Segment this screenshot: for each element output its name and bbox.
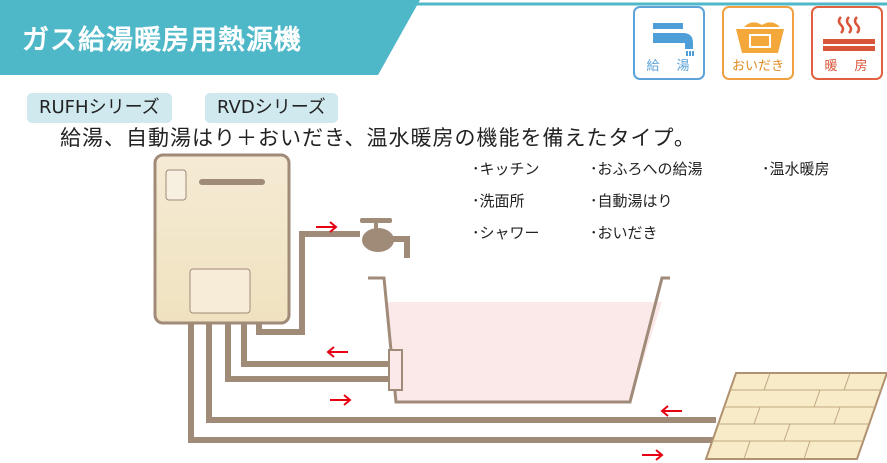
pipes bbox=[188, 231, 716, 443]
icon-label: おいだき bbox=[731, 59, 784, 74]
faucet-icon bbox=[653, 23, 694, 56]
bathtub-icon bbox=[736, 22, 784, 53]
bathtub bbox=[368, 276, 670, 404]
feature-kitchen: ･キッチン bbox=[472, 160, 540, 178]
floor-heating-icon bbox=[823, 16, 875, 51]
reheating-badge: おいだき bbox=[722, 6, 794, 80]
feature-washroom: ･洗面所 bbox=[472, 192, 525, 210]
water-heater-unit bbox=[153, 153, 291, 325]
feature-shower: ･シャワー bbox=[472, 224, 540, 242]
title-banner bbox=[0, 0, 887, 75]
flow-arrow-left bbox=[660, 405, 682, 417]
flow-arrow-right bbox=[316, 221, 338, 233]
icon-label: 暖 房 bbox=[824, 59, 870, 74]
flow-arrow-right bbox=[330, 394, 352, 406]
description: 給湯、自動湯はり＋おいだき、温水暖房の機能を備えたタイプ。 bbox=[60, 126, 696, 150]
flow-arrow-left bbox=[326, 346, 348, 358]
feature-auto-fill: ･自動湯はり bbox=[590, 192, 673, 210]
heating-badge: 暖 房 bbox=[811, 6, 883, 80]
hot-water-supply-badge: 給 湯 bbox=[633, 6, 705, 80]
icon-label: 給 湯 bbox=[646, 59, 692, 74]
feature-reheat: ･おいだき bbox=[590, 224, 658, 242]
faucet bbox=[360, 218, 410, 258]
feature-bath-supply: ･おふろへの給湯 bbox=[590, 160, 703, 178]
flow-arrow-right bbox=[642, 449, 664, 461]
page-title: ガス給湯暖房用熱源機 bbox=[22, 25, 302, 56]
floor-heating-panel bbox=[704, 372, 887, 460]
series-tag-rufh: RUFHシリーズ bbox=[27, 93, 172, 123]
feature-heating: ･温水暖房 bbox=[762, 160, 830, 178]
series-tag-rvd: RVDシリーズ bbox=[205, 93, 338, 123]
